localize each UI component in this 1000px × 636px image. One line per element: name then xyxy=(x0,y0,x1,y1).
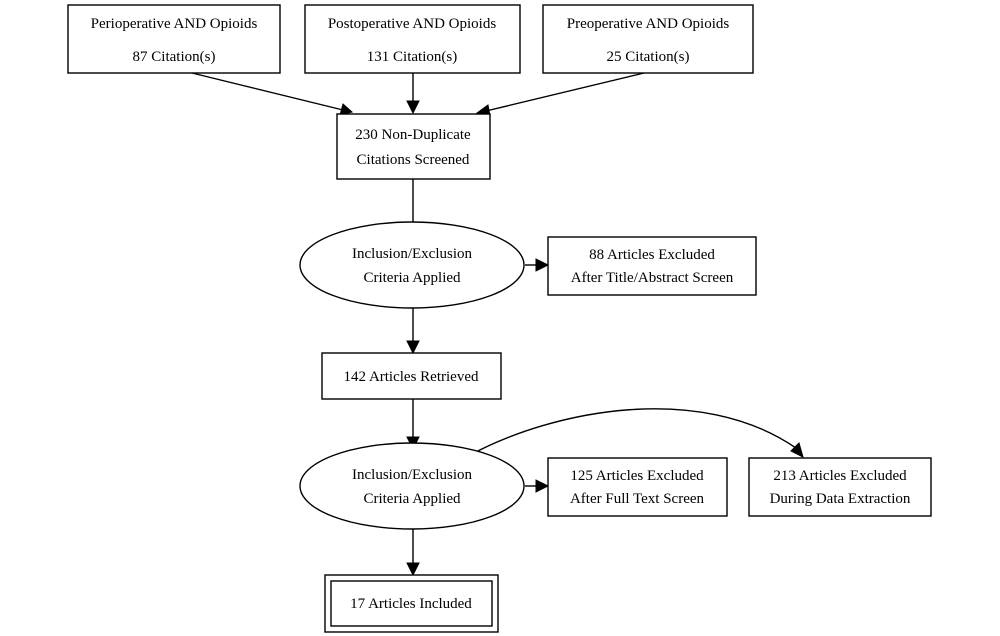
arrowhead xyxy=(535,479,550,493)
node-excluded-fulltext-line2: After Full Text Screen xyxy=(570,491,705,507)
node-excluded-extraction: 213 Articles Excluded During Data Extrac… xyxy=(748,457,932,517)
node-criteria1: Inclusion/Exclusion Criteria Applied xyxy=(299,221,525,309)
arrowhead xyxy=(535,258,550,272)
node-postoperative-line1: Postoperative AND Opioids xyxy=(328,16,496,32)
node-excluded-title: 88 Articles Excluded After Title/Abstrac… xyxy=(547,236,757,296)
node-preoperative-line2: 25 Citation(s) xyxy=(607,49,690,65)
node-perioperative-line2: 87 Citation(s) xyxy=(133,49,216,65)
arrowhead xyxy=(406,340,420,355)
node-screened-line2: Citations Screened xyxy=(357,152,470,168)
node-criteria2-line2: Criteria Applied xyxy=(363,491,461,507)
node-criteria1-line2: Criteria Applied xyxy=(363,270,461,286)
node-excluded-extraction-line2: During Data Extraction xyxy=(770,491,911,507)
node-included-line1: 17 Articles Included xyxy=(350,596,472,612)
node-preoperative-line1: Preoperative AND Opioids xyxy=(567,16,730,32)
node-included: 17 Articles Included xyxy=(324,574,499,633)
arrowhead xyxy=(790,442,804,458)
node-preoperative: Preoperative AND Opioids 25 Citation(s) xyxy=(542,4,754,74)
arrowhead xyxy=(406,562,420,577)
node-postoperative-line2: 131 Citation(s) xyxy=(367,49,457,65)
node-excluded-extraction-line1: 213 Articles Excluded xyxy=(773,468,907,484)
node-screened-line1: 230 Non-Duplicate xyxy=(355,127,471,143)
node-postoperative: Postoperative AND Opioids 131 Citation(s… xyxy=(304,4,521,74)
edge-perioperative-to-screened xyxy=(191,72,344,111)
node-screened: 230 Non-Duplicate Citations Screened xyxy=(336,113,491,180)
node-perioperative: Perioperative AND Opioids 87 Citation(s) xyxy=(67,4,281,74)
node-excluded-fulltext-line1: 125 Articles Excluded xyxy=(570,468,704,484)
node-retrieved: 142 Articles Retrieved xyxy=(321,352,502,400)
node-excluded-title-line1: 88 Articles Excluded xyxy=(589,247,715,263)
node-criteria2-line1: Inclusion/Exclusion xyxy=(352,467,472,483)
node-perioperative-line1: Perioperative AND Opioids xyxy=(91,16,258,32)
node-retrieved-line1: 142 Articles Retrieved xyxy=(344,369,479,385)
node-criteria1-line1: Inclusion/Exclusion xyxy=(352,246,472,262)
arrowhead xyxy=(406,100,420,115)
node-criteria2: Inclusion/Exclusion Criteria Applied xyxy=(299,442,525,530)
node-excluded-title-line2: After Title/Abstract Screen xyxy=(571,270,734,286)
edge-preoperative-to-screened xyxy=(485,72,645,112)
edge-criteria2-to-excluded-extraction xyxy=(471,408,797,455)
node-excluded-fulltext: 125 Articles Excluded After Full Text Sc… xyxy=(547,457,728,517)
